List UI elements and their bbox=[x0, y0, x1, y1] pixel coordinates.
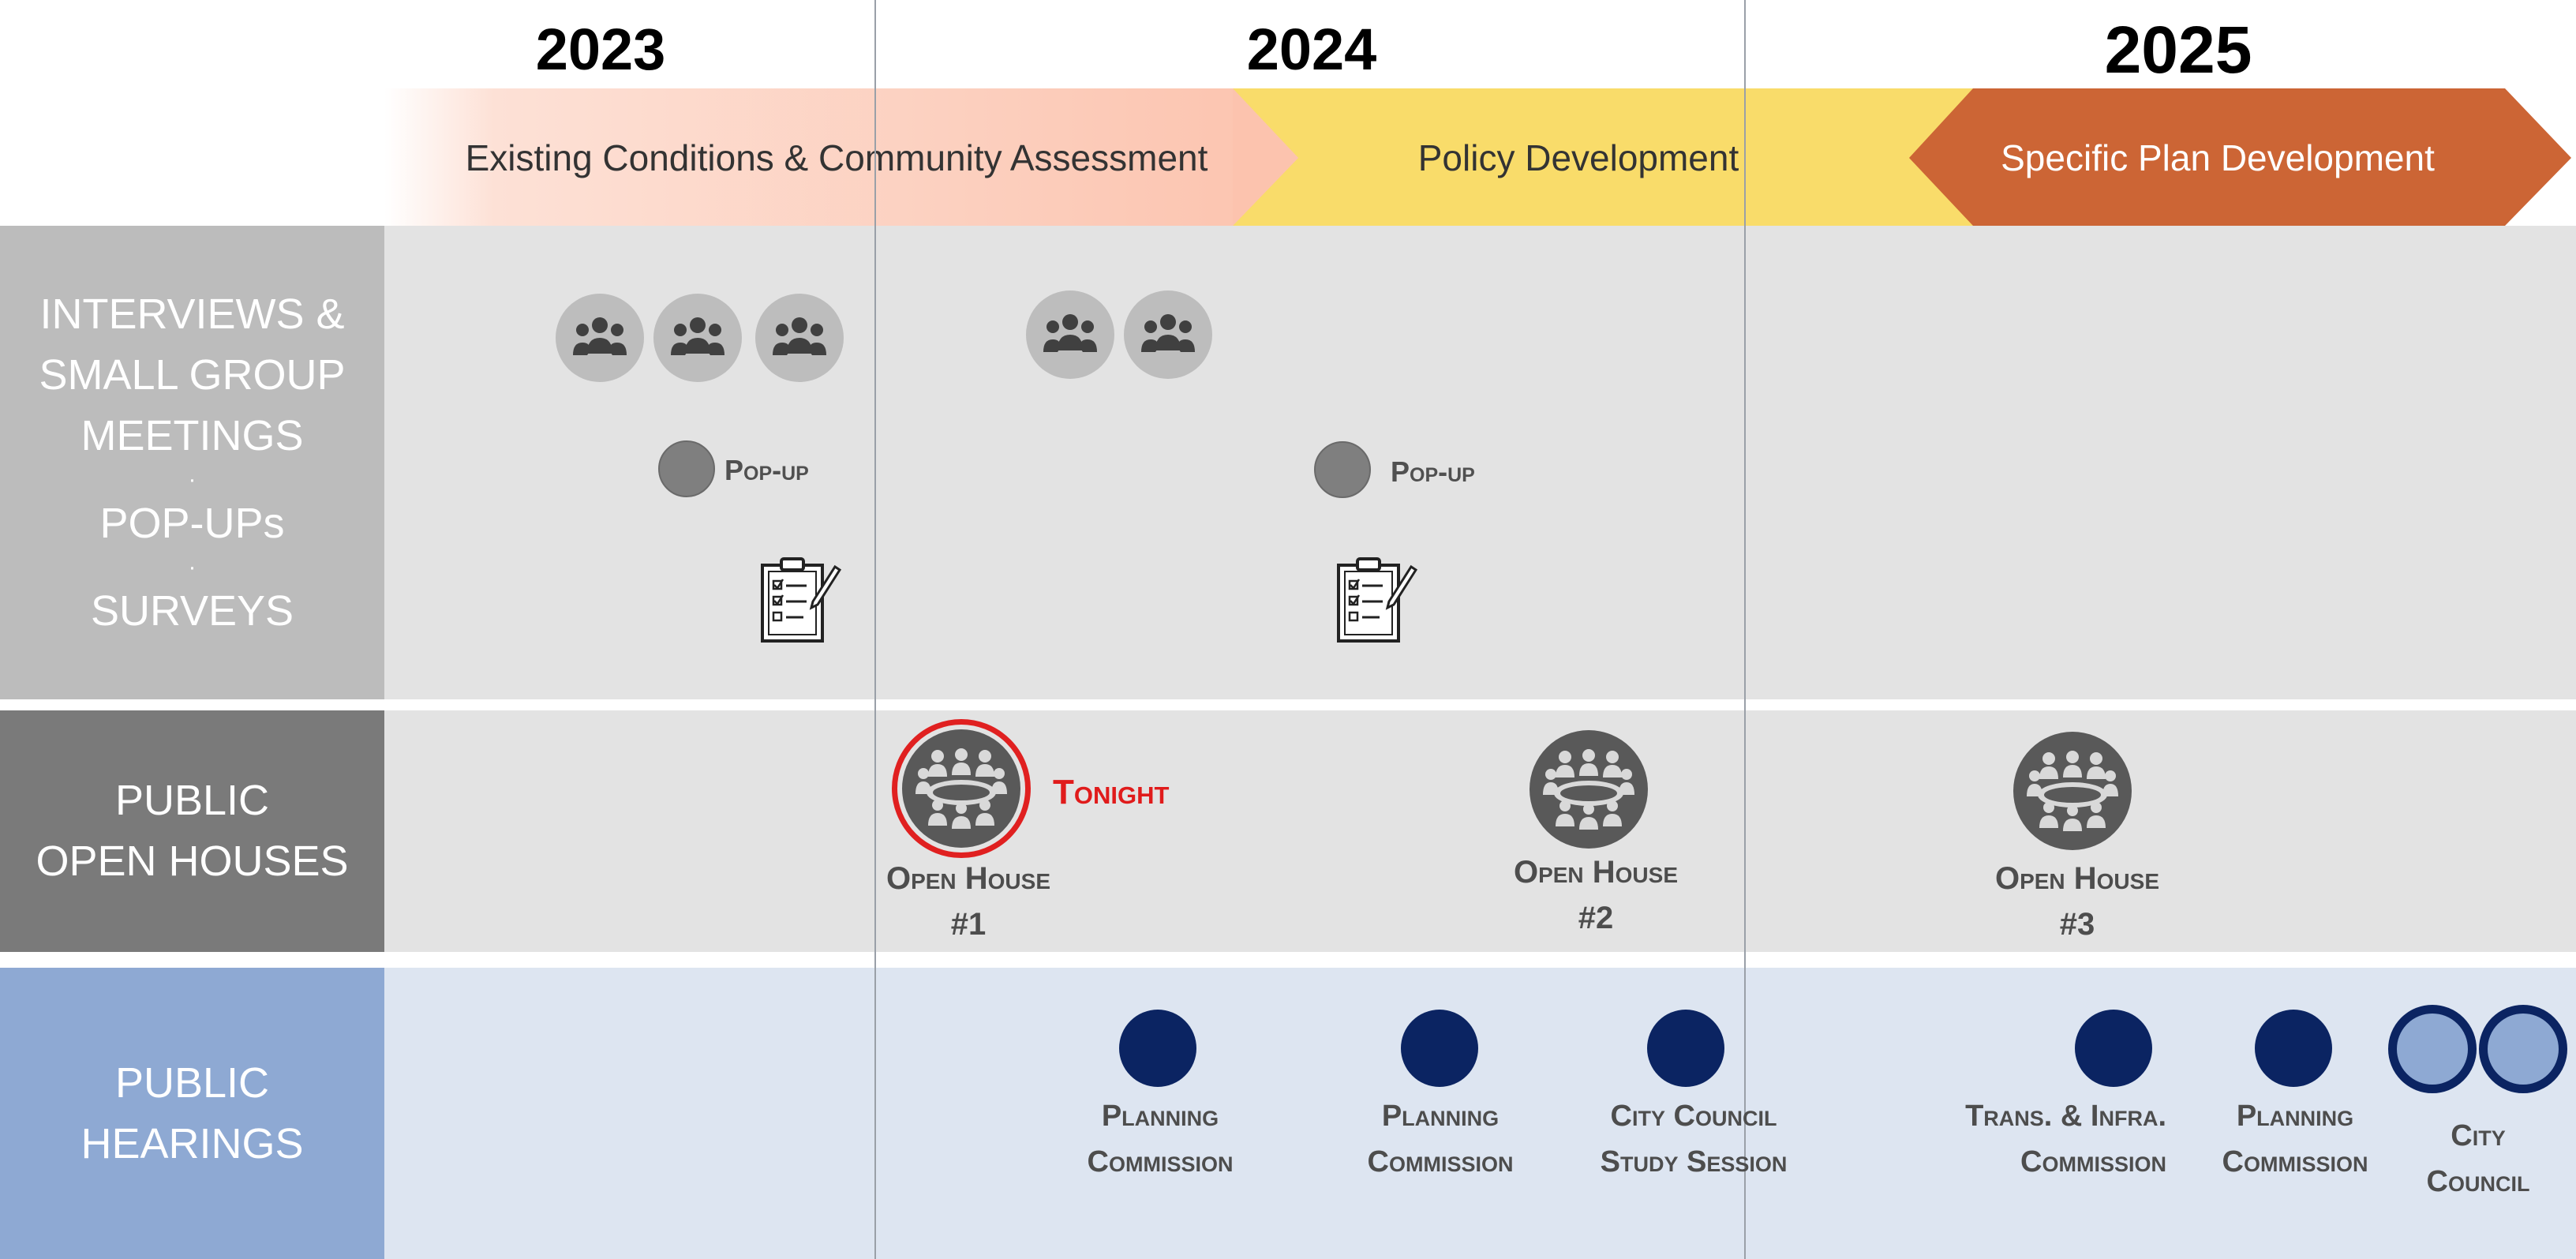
year-2024: 2024 bbox=[1246, 17, 1377, 82]
popup-label: Pop-up bbox=[1391, 455, 1475, 488]
row-header-line: INTERVIEWS & bbox=[39, 290, 345, 338]
phase-arrow-specific-plan bbox=[1909, 88, 2571, 226]
hearing-label: Planning Commission bbox=[1018, 1093, 1302, 1185]
hearing-label-line: Council bbox=[2426, 1165, 2530, 1198]
open-house-icon bbox=[902, 729, 1020, 848]
group-meeting-icon bbox=[653, 294, 742, 382]
hearing-label-line: Commission bbox=[2222, 1145, 2368, 1178]
hearing-label: City Council Study Session bbox=[1552, 1093, 1836, 1185]
tonight-highlight-ring bbox=[892, 719, 1031, 858]
band-open-houses bbox=[384, 710, 2576, 952]
open-house-icon bbox=[2013, 732, 2132, 850]
hearing-label-line: City bbox=[2451, 1119, 2506, 1152]
hearing-label: Planning Commission bbox=[2153, 1093, 2437, 1185]
year-divider-line bbox=[1744, 0, 1746, 1259]
row-header-line: SURVEYS bbox=[90, 586, 294, 635]
row-header-line: SMALL GROUP bbox=[39, 350, 346, 399]
row-header-line: POP-UPs bbox=[99, 499, 285, 547]
hearing-label: City Council bbox=[2415, 1113, 2541, 1205]
hearing-label-line: City Council bbox=[1610, 1100, 1777, 1133]
group-meeting-icon bbox=[1026, 290, 1114, 379]
popup-dot-icon bbox=[658, 440, 715, 497]
year-2023: 2023 bbox=[535, 17, 666, 82]
group-meeting-icon bbox=[755, 294, 844, 382]
band-engagement bbox=[384, 226, 2576, 699]
year-2025: 2025 bbox=[2104, 13, 2252, 87]
hearing-label-line: Commission bbox=[2020, 1145, 2166, 1178]
band-hearings bbox=[384, 968, 2576, 1259]
open-house-label-line: #3 bbox=[2059, 907, 2095, 942]
group-meeting-icon bbox=[556, 294, 644, 382]
hearing-dot-icon bbox=[1119, 1010, 1196, 1087]
hearing-label-line: Trans. & Infra. bbox=[1965, 1100, 2166, 1133]
clipboard-survey-icon bbox=[759, 557, 842, 648]
hearing-dot-icon bbox=[2075, 1010, 2152, 1087]
hearing-dot-icon bbox=[1401, 1010, 1478, 1087]
phase-label-policy: Policy Development bbox=[1417, 137, 1739, 178]
hearing-label-line: Planning bbox=[1101, 1100, 1219, 1133]
open-house-label: Open House #2 bbox=[1470, 849, 1722, 941]
row-header-line: OPEN HOUSES bbox=[36, 837, 349, 885]
phase-label-specific-plan: Specific Plan Development bbox=[2001, 137, 2435, 178]
row-header-open-houses: PUBLIC OPEN HOUSES bbox=[0, 710, 384, 952]
phase-arrow-policy bbox=[1233, 88, 1973, 226]
popup-label: Pop-up bbox=[724, 454, 809, 486]
hearing-dot-icon bbox=[2255, 1010, 2332, 1087]
hearing-label-line: Planning bbox=[2236, 1100, 2354, 1133]
row-header-separator: · bbox=[188, 466, 197, 493]
clipboard-survey-icon bbox=[1335, 557, 1418, 648]
group-meeting-icon bbox=[1124, 290, 1212, 379]
open-house-label: Open House #3 bbox=[1951, 856, 2203, 947]
row-header-separator: · bbox=[188, 553, 197, 580]
year-divider-line bbox=[874, 0, 876, 1259]
row-header-line: HEARINGS bbox=[80, 1119, 304, 1167]
popup-dot-icon bbox=[1314, 441, 1371, 498]
row-header-line: PUBLIC bbox=[114, 777, 270, 824]
tonight-label: Tonight bbox=[1053, 773, 1170, 811]
hearing-label: Planning Commission bbox=[1298, 1093, 1582, 1185]
hearing-label: Trans. & Infra. Commission bbox=[1906, 1093, 2166, 1185]
open-house-label-line: Open House bbox=[886, 861, 1051, 896]
hearing-label-line: Planning bbox=[1381, 1100, 1500, 1133]
row-header-hearings: PUBLIC HEARINGS bbox=[0, 968, 384, 1259]
row-header-engagement: INTERVIEWS & SMALL GROUP MEETINGS · POP-… bbox=[0, 226, 384, 699]
phase-arrow-existing bbox=[384, 88, 1298, 226]
open-house-label-line: Open House bbox=[1513, 855, 1679, 890]
hearing-ring-icon bbox=[2388, 1005, 2477, 1093]
open-house-label-line: #1 bbox=[950, 907, 987, 942]
row-header-line: PUBLIC bbox=[114, 1059, 270, 1107]
hearing-label-line: Study Session bbox=[1600, 1145, 1788, 1178]
hearing-label-line: Commission bbox=[1087, 1145, 1234, 1178]
open-house-label-line: #2 bbox=[1578, 901, 1614, 935]
open-house-icon bbox=[1530, 730, 1648, 849]
open-house-label: Open House #1 bbox=[842, 856, 1095, 947]
phase-arrows bbox=[384, 88, 2571, 226]
hearing-dot-icon bbox=[1647, 1010, 1724, 1087]
hearing-ring-icon bbox=[2479, 1005, 2567, 1093]
phase-arrow-existing-tip bbox=[1233, 88, 1298, 226]
row-header-line: MEETINGS bbox=[80, 411, 304, 459]
phase-label-existing: Existing Conditions & Community Assessme… bbox=[465, 137, 1208, 178]
open-house-label-line: Open House bbox=[1994, 861, 2160, 896]
hearing-label-line: Commission bbox=[1367, 1145, 1514, 1178]
